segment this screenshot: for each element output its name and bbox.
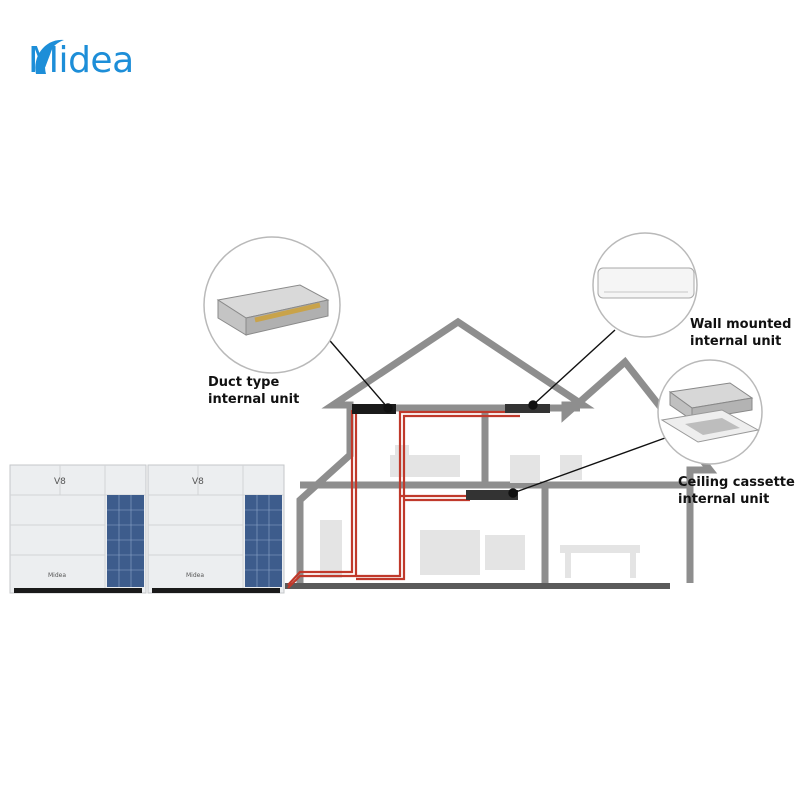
condenser-grille [107, 495, 144, 587]
condenser-grille [245, 495, 282, 587]
unit1-badge: Midea [48, 572, 66, 579]
duct-unit-icon [216, 284, 330, 336]
cassette-label-line1: Ceiling cassette [678, 475, 795, 490]
wall-unit-icon [597, 267, 695, 299]
logo-swoosh-icon [35, 39, 64, 74]
cassette-label: Ceiling cassette internal unit [678, 474, 795, 508]
wall-callout [592, 232, 698, 338]
wall-label-line1: Wall mounted [690, 317, 792, 332]
leader-lines [324, 329, 666, 498]
duct-callout [203, 236, 341, 374]
unit1-model: V8 [54, 477, 66, 487]
outdoor-unit-1 [9, 464, 147, 594]
wall-unit-bar [505, 404, 550, 413]
brand-name: Midea [28, 40, 134, 81]
furniture-silhouettes [320, 445, 640, 578]
midea-logo [35, 39, 64, 74]
duct-label-line2: internal unit [208, 392, 300, 407]
unit2-badge: Midea [186, 572, 204, 579]
duct-label: Duct type internal unit [208, 374, 299, 408]
outdoor-unit-2 [147, 464, 285, 594]
unit2-model: V8 [192, 477, 204, 487]
cassette-callout [657, 359, 763, 465]
cassette-unit-bar [466, 490, 518, 500]
wall-label: Wall mounted internal unit [690, 316, 791, 350]
cassette-unit-icon [660, 382, 760, 443]
ground-line [285, 583, 670, 589]
duct-label-line1: Duct type [208, 375, 280, 390]
cassette-label-line2: internal unit [678, 492, 770, 507]
duct-unit-bar [352, 404, 396, 414]
wall-label-line2: internal unit [690, 334, 782, 349]
refrigerant-pipes [287, 410, 520, 589]
